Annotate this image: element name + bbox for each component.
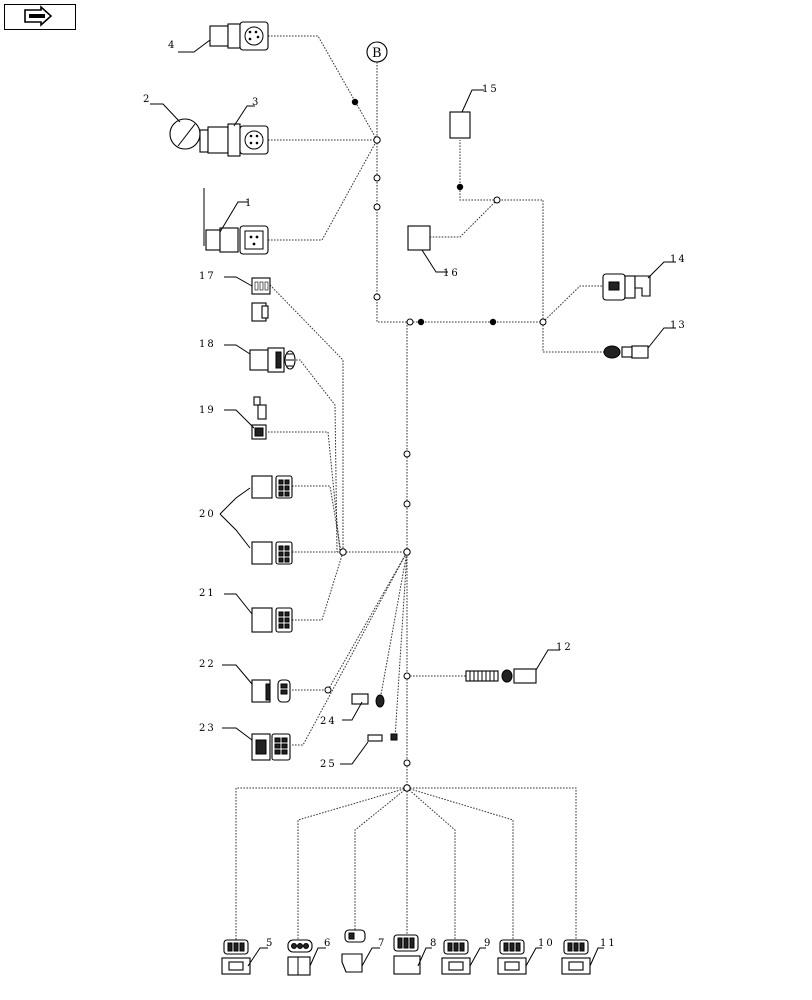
connector-23[interactable] — [251, 733, 291, 761]
part-labels: 4 2 3 1 15 16 14 13 17 18 19 20 21 22 23… — [143, 40, 687, 949]
connector-15[interactable] — [449, 111, 471, 139]
connector-4[interactable] — [209, 21, 269, 51]
label-5: 5 — [266, 938, 274, 949]
label-8: 8 — [430, 938, 438, 949]
connector-19[interactable] — [251, 396, 267, 440]
label-18: 18 — [199, 339, 216, 350]
next-page-button[interactable] — [4, 4, 76, 30]
label-22: 22 — [199, 659, 216, 670]
label-14: 14 — [670, 254, 687, 265]
svg-text:B: B — [372, 46, 382, 61]
label-12: 12 — [556, 642, 573, 653]
connector-10[interactable] — [497, 939, 527, 975]
junction-nodes — [324, 98, 547, 792]
connector-18[interactable] — [249, 347, 296, 373]
connector-24[interactable] — [351, 693, 385, 708]
connector-3[interactable] — [199, 123, 269, 157]
label-6: 6 — [324, 938, 332, 949]
label-1: 1 — [245, 198, 253, 209]
leader-lines — [150, 39, 676, 967]
label-25: 25 — [320, 759, 337, 770]
connector-20-a[interactable] — [251, 475, 293, 499]
connection-point-b: B — [366, 41, 388, 63]
label-3: 3 — [252, 97, 260, 108]
connector-22[interactable] — [251, 679, 291, 703]
label-4: 4 — [168, 40, 176, 51]
connector-7[interactable] — [341, 929, 366, 973]
label-10: 10 — [538, 938, 555, 949]
label-13: 13 — [670, 320, 687, 331]
connector-17[interactable] — [251, 277, 271, 322]
label-24: 24 — [320, 716, 337, 727]
connector-11[interactable] — [561, 939, 591, 975]
connector-13[interactable] — [603, 345, 649, 359]
connector-2-cap[interactable] — [169, 118, 201, 150]
connector-20-b[interactable] — [251, 541, 293, 565]
connector-9[interactable] — [441, 939, 471, 975]
label-17: 17 — [199, 271, 216, 282]
label-9: 9 — [484, 938, 492, 949]
label-16: 16 — [443, 268, 460, 279]
connector-1[interactable] — [203, 188, 269, 255]
connector-6[interactable] — [287, 939, 313, 976]
connector-5[interactable] — [221, 939, 251, 975]
label-20: 20 — [199, 509, 216, 520]
connector-8[interactable] — [393, 934, 421, 975]
label-19: 19 — [199, 405, 216, 416]
label-21: 21 — [199, 588, 216, 599]
label-23: 23 — [199, 723, 216, 734]
label-2: 2 — [143, 94, 151, 105]
connector-12[interactable] — [465, 668, 537, 684]
connector-16[interactable] — [407, 225, 431, 251]
connector-25[interactable] — [367, 733, 398, 742]
label-15: 15 — [482, 84, 499, 95]
wires — [235, 35, 604, 940]
label-7: 7 — [378, 938, 386, 949]
next-page-arrow-icon — [24, 5, 53, 27]
connector-21[interactable] — [251, 607, 293, 633]
label-11: 11 — [600, 938, 617, 949]
connector-14[interactable] — [602, 273, 651, 301]
